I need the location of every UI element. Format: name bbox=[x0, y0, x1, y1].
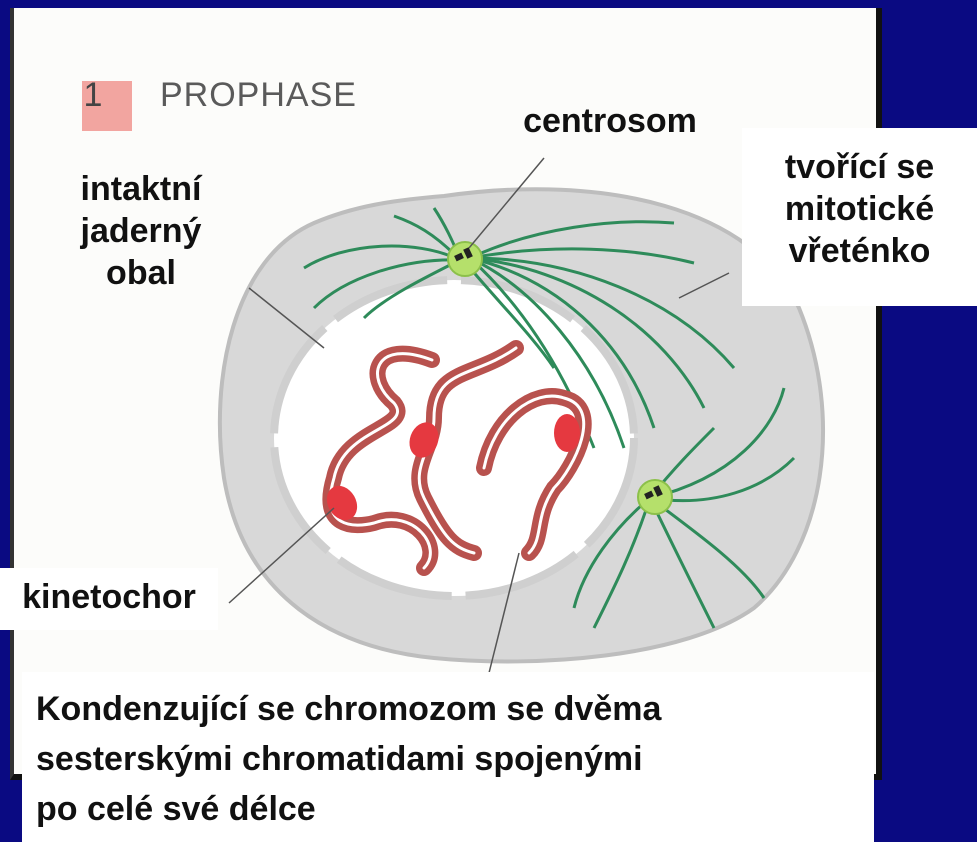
label-line: mitotické bbox=[742, 188, 977, 230]
label-nuclear-envelope: intaktní jaderný obal bbox=[50, 168, 232, 294]
label-kinetochore: kinetochor bbox=[0, 568, 218, 630]
label-centrosome: centrosom bbox=[480, 100, 740, 142]
step-title: PROPHASE bbox=[160, 76, 357, 115]
step-number: 1 bbox=[68, 76, 118, 115]
label-line: Kondenzující se chromozom se dvěma bbox=[36, 684, 874, 734]
label-line: vřeténko bbox=[742, 230, 977, 272]
prophase-diagram bbox=[14, 8, 886, 780]
label-line: tvořící se bbox=[742, 146, 977, 188]
centrosome-top bbox=[448, 242, 482, 276]
label-line: po celé své délce bbox=[36, 784, 874, 834]
label-line: intaktní bbox=[50, 168, 232, 210]
centrosome-bottom bbox=[638, 480, 672, 514]
label-line: sesterskými chromatidami spojenými bbox=[36, 734, 874, 784]
label-chromosome: Kondenzující se chromozom se dvěma seste… bbox=[22, 672, 874, 842]
label-line: obal bbox=[50, 252, 232, 294]
figure-panel bbox=[10, 8, 882, 780]
label-line: jaderný bbox=[50, 210, 232, 252]
label-spindle: tvořící se mitotické vřeténko bbox=[742, 128, 977, 306]
